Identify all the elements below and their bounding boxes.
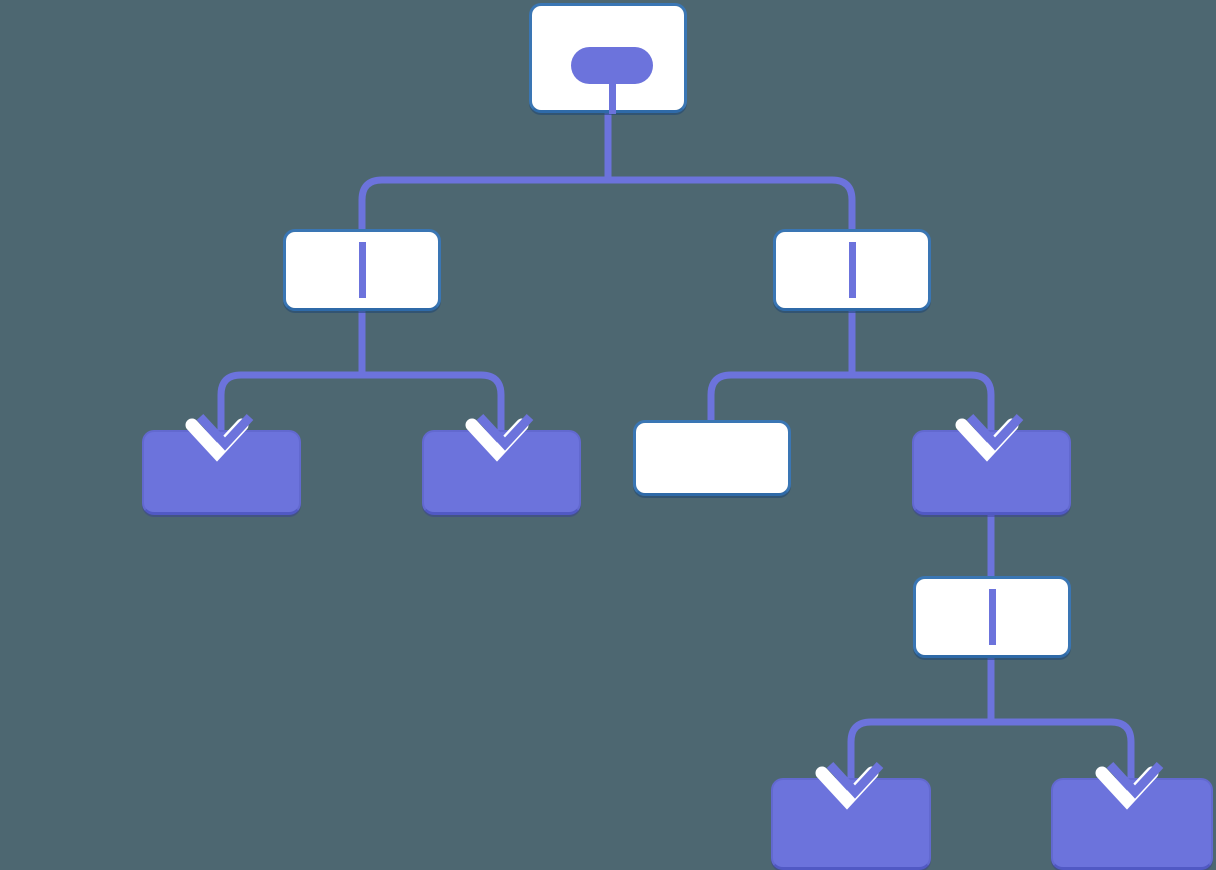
node-card-right-lower[interactable] bbox=[913, 576, 1071, 658]
node-leaf-5[interactable] bbox=[1051, 778, 1213, 870]
node-leaf-4[interactable] bbox=[771, 778, 931, 870]
node-surface bbox=[636, 423, 788, 493]
node-leaf-2[interactable] bbox=[422, 430, 581, 515]
node-node-right-mid[interactable] bbox=[912, 430, 1071, 515]
wire-passthrough bbox=[848, 242, 856, 298]
node-root[interactable] bbox=[529, 3, 687, 114]
wire-passthrough bbox=[988, 589, 996, 645]
node-branch-right[interactable] bbox=[773, 229, 931, 311]
wire-passthrough bbox=[358, 242, 366, 298]
node-leaf-1[interactable] bbox=[142, 430, 301, 515]
root-badge-pill[interactable] bbox=[571, 47, 653, 84]
node-leaf-3[interactable] bbox=[633, 420, 791, 496]
node-branch-left[interactable] bbox=[283, 229, 441, 311]
root-badge-stem bbox=[608, 82, 616, 114]
